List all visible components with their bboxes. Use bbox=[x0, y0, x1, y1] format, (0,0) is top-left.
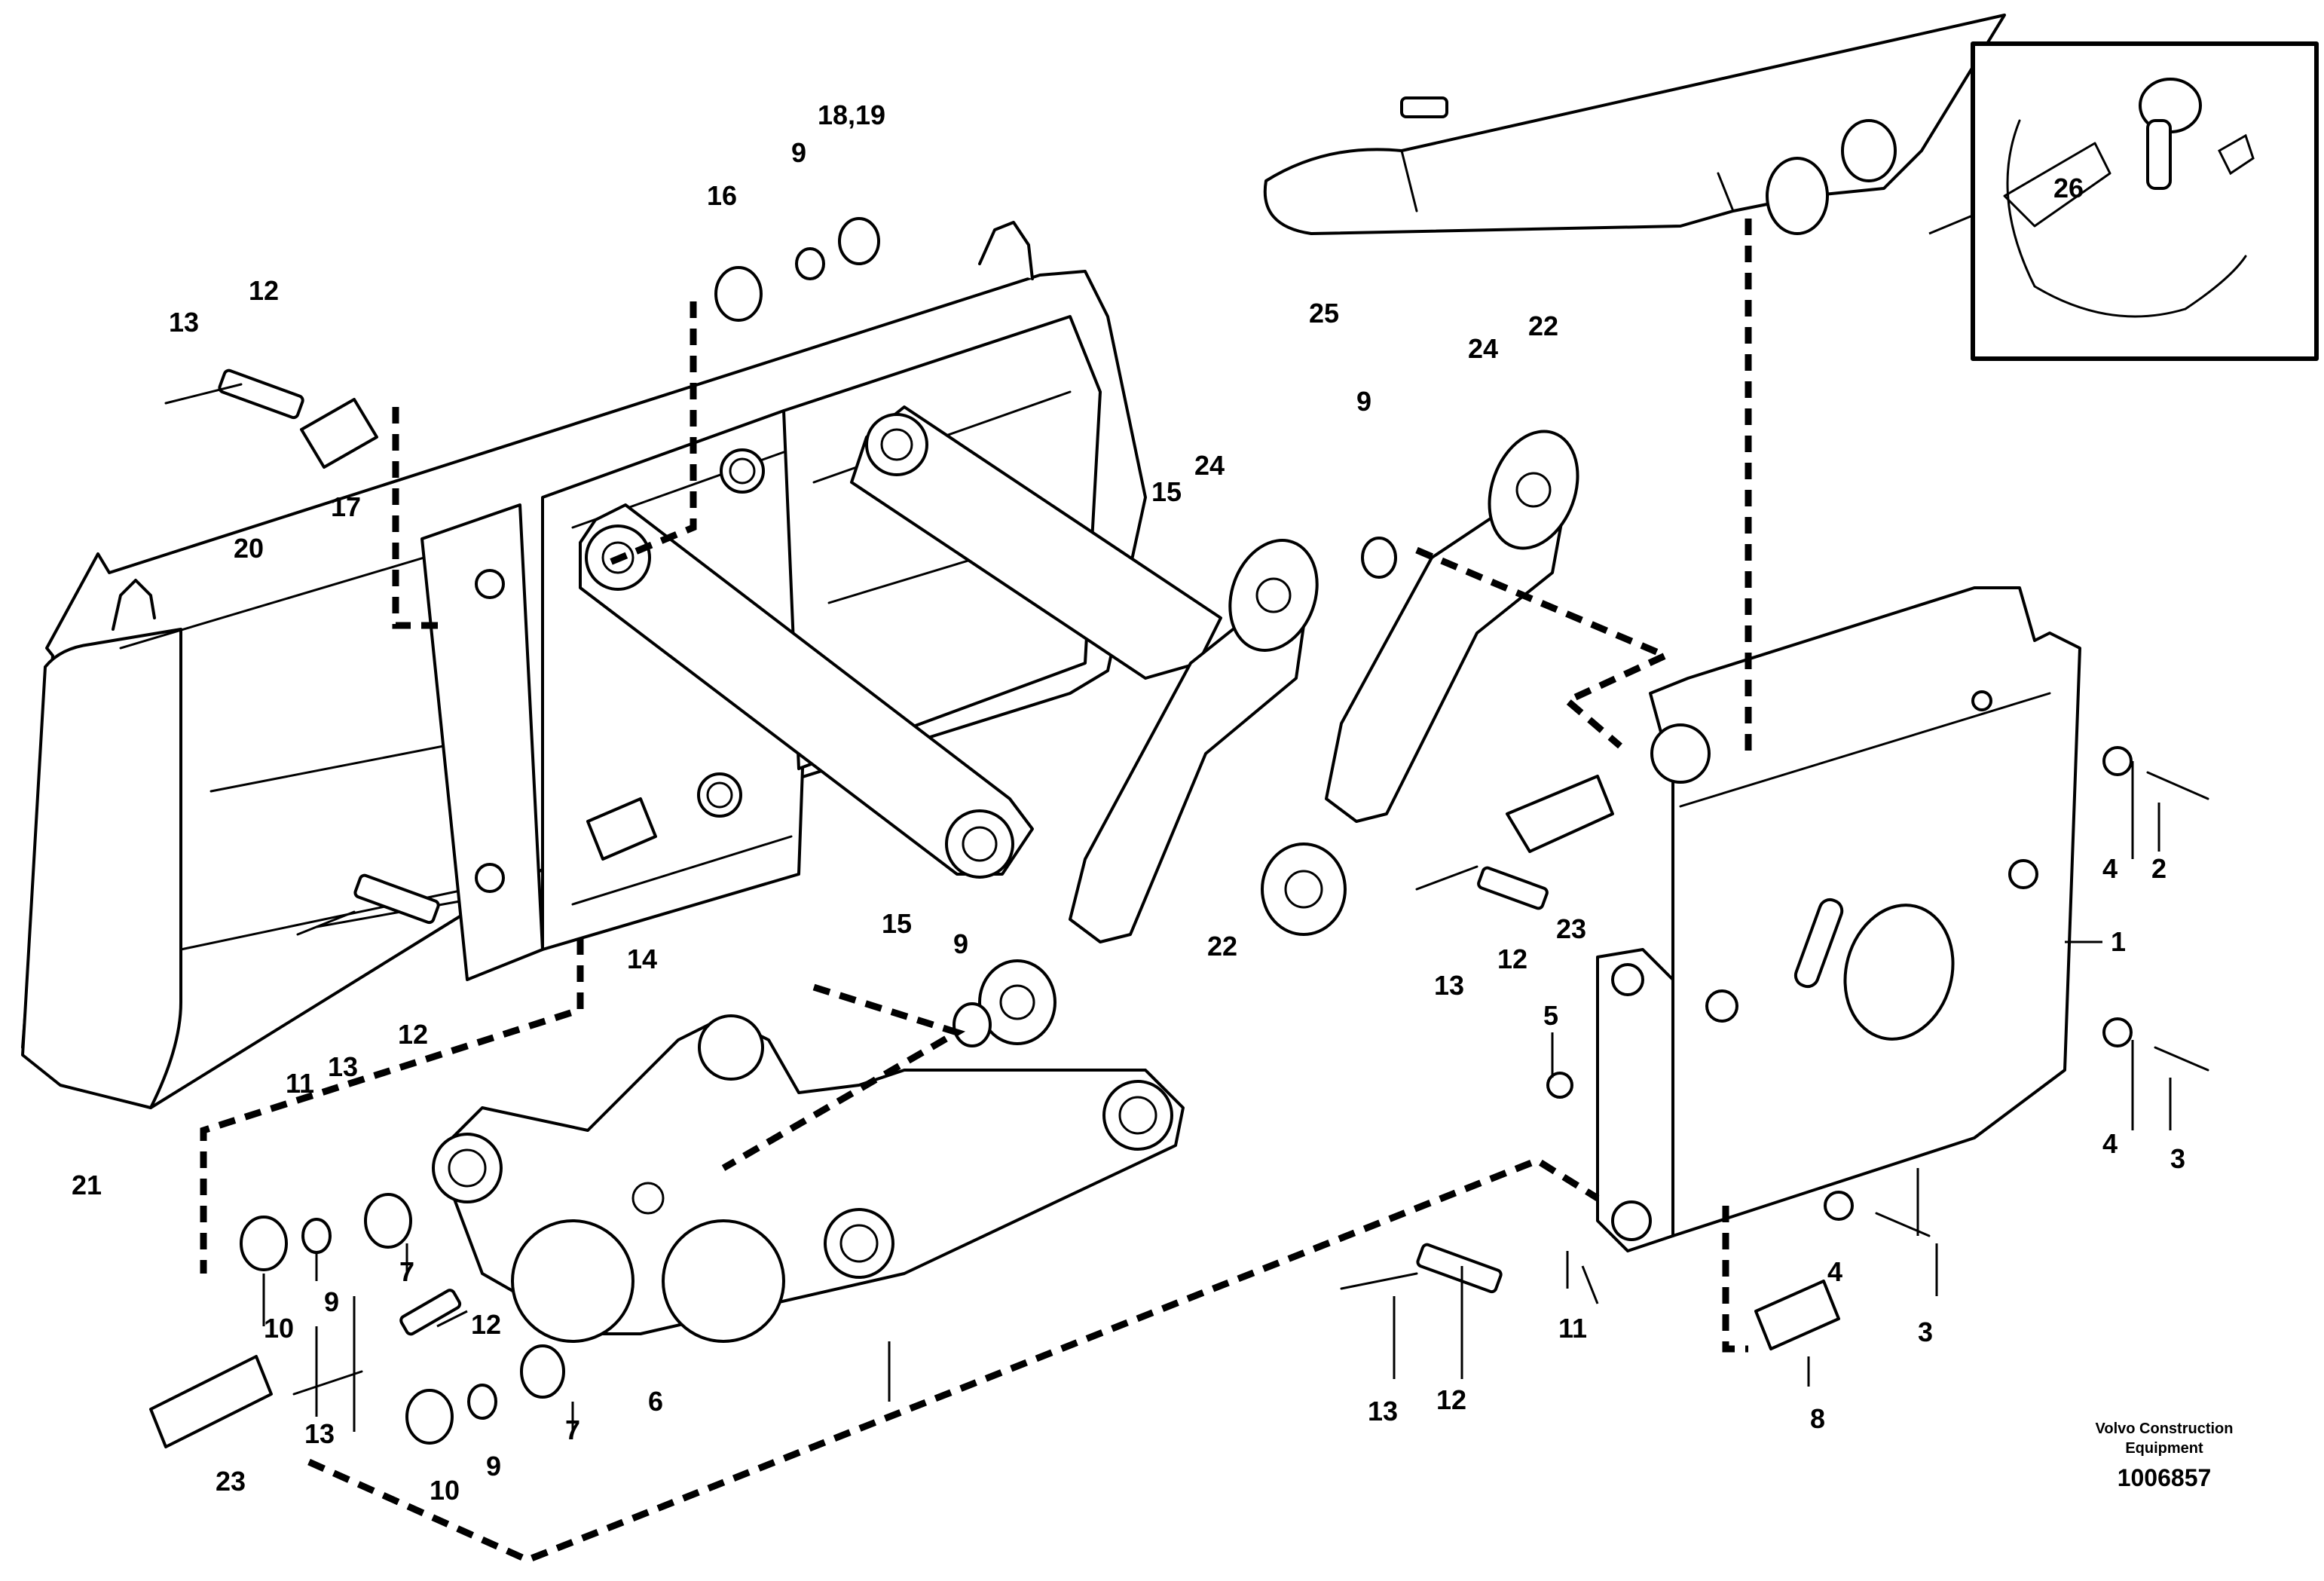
callout-4: 4 bbox=[1827, 1256, 1842, 1287]
callout-15: 15 bbox=[882, 908, 912, 939]
callout-13: 13 bbox=[328, 1051, 358, 1082]
callout-12: 12 bbox=[249, 275, 279, 306]
document-number: 1006857 bbox=[2118, 1464, 2212, 1491]
callout-8: 8 bbox=[1810, 1403, 1825, 1434]
callout-17: 17 bbox=[331, 491, 361, 522]
callout-23: 23 bbox=[1556, 913, 1586, 944]
callout-18-19: 18,19 bbox=[818, 99, 885, 130]
bucket-assembly bbox=[21, 221, 1147, 1109]
callout-16: 16 bbox=[707, 180, 737, 211]
callout-9: 9 bbox=[953, 928, 968, 959]
callout-13: 13 bbox=[1434, 970, 1464, 1001]
callout-10: 10 bbox=[430, 1475, 460, 1506]
callout-11: 11 bbox=[1558, 1313, 1587, 1344]
callout-labels: 1 2 3 3 4 4 4 5 6 7 7 8 9 9 9 9 9 10 10 … bbox=[72, 99, 2185, 1506]
callout-6: 6 bbox=[648, 1386, 663, 1417]
brand-line-1: Volvo Construction bbox=[2096, 1420, 2234, 1437]
small-parts bbox=[149, 217, 2209, 1448]
leader-lines bbox=[262, 194, 2172, 1432]
callout-1: 1 bbox=[2111, 926, 2126, 957]
callout-10: 10 bbox=[264, 1313, 294, 1344]
callout-4: 4 bbox=[2102, 853, 2118, 884]
coupler-frame bbox=[432, 1014, 1185, 1343]
callout-11: 11 bbox=[286, 1068, 314, 1099]
hydraulic-cylinders bbox=[978, 430, 1579, 1045]
callout-12: 12 bbox=[1497, 943, 1527, 974]
callout-7: 7 bbox=[565, 1414, 580, 1445]
assembly-lines bbox=[200, 219, 1752, 1564]
callout-15: 15 bbox=[1151, 476, 1182, 507]
callout-14: 14 bbox=[627, 943, 657, 974]
callout-20: 20 bbox=[234, 533, 264, 564]
callout-12: 12 bbox=[1436, 1384, 1466, 1415]
callout-9: 9 bbox=[791, 137, 806, 168]
callout-24: 24 bbox=[1194, 450, 1225, 481]
callout-24: 24 bbox=[1468, 333, 1498, 364]
callout-21: 21 bbox=[72, 1170, 102, 1200]
callout-4: 4 bbox=[2102, 1128, 2118, 1159]
callout-13: 13 bbox=[1368, 1396, 1398, 1427]
callout-12: 12 bbox=[471, 1309, 501, 1340]
callout-9: 9 bbox=[324, 1286, 339, 1317]
callout-13: 13 bbox=[304, 1418, 335, 1449]
callout-13: 13 bbox=[169, 307, 199, 338]
brand-line-2: Equipment bbox=[2125, 1440, 2203, 1457]
callout-12: 12 bbox=[398, 1019, 428, 1050]
callout-2: 2 bbox=[2151, 853, 2167, 884]
footer-brand: Volvo Construction Equipment 1006857 bbox=[2096, 1420, 2234, 1491]
link-rods bbox=[579, 405, 1222, 879]
callout-9: 9 bbox=[486, 1451, 501, 1482]
callout-5: 5 bbox=[1543, 1000, 1558, 1031]
callout-3: 3 bbox=[2170, 1143, 2185, 1174]
callout-25: 25 bbox=[1309, 298, 1339, 329]
callout-22: 22 bbox=[1528, 310, 1558, 341]
callout-26: 26 bbox=[2053, 173, 2084, 203]
detail-inset bbox=[1971, 41, 2319, 361]
mounting-plate bbox=[1596, 586, 2081, 1252]
callout-22: 22 bbox=[1207, 931, 1237, 962]
callout-3: 3 bbox=[1918, 1316, 1933, 1347]
cover-plate bbox=[1263, 14, 2006, 235]
callout-23: 23 bbox=[216, 1466, 246, 1497]
callout-7: 7 bbox=[399, 1256, 414, 1287]
callout-9: 9 bbox=[1356, 386, 1371, 417]
